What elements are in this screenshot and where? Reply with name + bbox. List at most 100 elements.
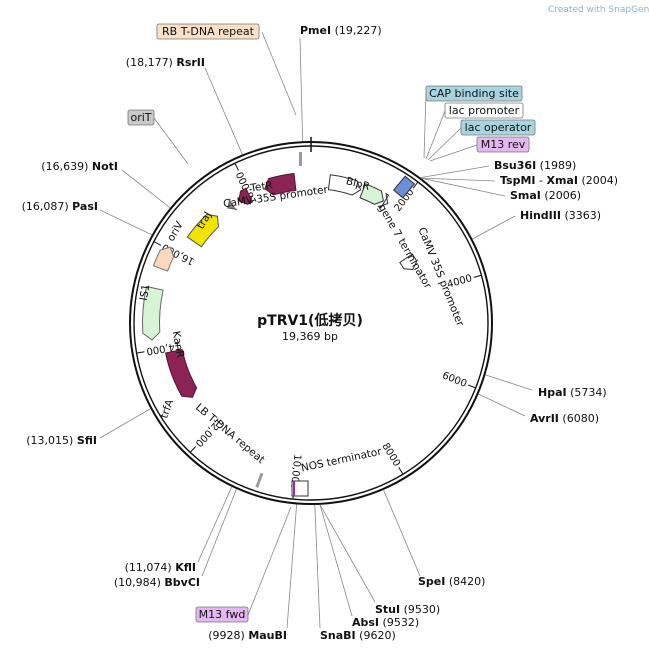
- site-name: SmaI: [510, 189, 541, 202]
- tick-mark: [398, 467, 404, 475]
- feature-box-label: RB T-DNA repeat: [162, 25, 255, 38]
- feature-box-label: lac operator: [465, 121, 532, 134]
- site-label: AvrII (6080): [530, 412, 599, 425]
- site-name: SpeI: [418, 575, 445, 588]
- site-leader-line: [204, 67, 243, 155]
- orit-box: [227, 198, 238, 211]
- site-separator: -: [536, 174, 547, 187]
- site-name: NotI: [92, 160, 118, 173]
- plasmid-name: pTRV1(低拷贝): [257, 312, 363, 329]
- tetr-label: TetR: [249, 180, 274, 195]
- site-leader-line: [201, 488, 237, 577]
- site-leader-line: [286, 504, 298, 629]
- oriv-box: [186, 213, 220, 248]
- feature-leader-line: [427, 127, 462, 161]
- site-position: (11,074): [125, 561, 176, 574]
- feature-box-label: M13 rev: [481, 138, 526, 151]
- plasmid-backbone: [129, 137, 493, 505]
- trfa-label: trfA: [158, 397, 176, 420]
- site-position: (6080): [559, 412, 599, 425]
- site-leader-line: [99, 209, 152, 236]
- feature-leader-line: [425, 110, 446, 160]
- nos-terminator-label: NOS terminator: [300, 446, 383, 475]
- site-name: AbsI: [352, 616, 379, 629]
- site-leader-line: [420, 165, 490, 178]
- site-name: StuI: [375, 603, 400, 616]
- tick-mark: [136, 351, 145, 354]
- feature-label-box: [425, 85, 523, 102]
- feature-label-box: [195, 606, 249, 623]
- traj-arrow: [238, 187, 254, 205]
- site-leader-line: [319, 504, 376, 603]
- feature-leader-line: [247, 506, 292, 616]
- tetr-arrow: [264, 172, 297, 196]
- trfa-arrow: [164, 348, 198, 398]
- feature-label-box: [460, 119, 536, 136]
- tick-mark: [473, 274, 482, 278]
- tick-mark: [234, 162, 239, 171]
- snapgene-watermark: Created with SnapGene®: [548, 5, 649, 15]
- feature-leader-line: [261, 31, 297, 116]
- site-leader-line: [121, 169, 171, 209]
- feature-arrows: [142, 152, 418, 497]
- feature-label-box: [444, 102, 524, 119]
- site-name: HpaI: [538, 386, 567, 399]
- site-name: HindIII: [520, 209, 561, 222]
- blpr-arrow: [359, 183, 385, 205]
- site-position: (2004): [578, 174, 618, 187]
- feature-box-label: M13 fwd: [199, 608, 246, 621]
- feature-label-box: [476, 136, 530, 153]
- feature-box-label: CAP binding site: [429, 87, 519, 100]
- site-name: RsrII: [176, 56, 205, 69]
- is1-box: [152, 246, 175, 272]
- tick-mark: [468, 384, 476, 389]
- site-label: (16,639) NotI: [41, 160, 118, 173]
- gene7-terminator-box: [377, 192, 390, 209]
- site-name: BbvCI: [164, 576, 200, 589]
- site-position: (1989): [536, 159, 576, 172]
- site-position: (9928): [208, 629, 248, 642]
- site-position: (3363): [561, 209, 601, 222]
- lb-marker: [255, 472, 264, 488]
- site-position: (16,087): [22, 200, 73, 213]
- camv-promoter-2-arrow: [399, 253, 418, 271]
- feature-box-label: oriT: [130, 111, 151, 124]
- site-name: SnaBI: [320, 629, 356, 642]
- site-position: (8420): [445, 575, 485, 588]
- site-leader-line: [383, 489, 421, 577]
- site-position: (2006): [541, 189, 581, 202]
- site-name: SfiI: [77, 434, 97, 447]
- site-leader-line: [197, 486, 233, 563]
- site-name: PasI: [72, 200, 98, 213]
- restriction-sites: PmeI (19,227)(18,177) RsrII(16,639) NotI…: [22, 24, 618, 642]
- oriv-label: oriV: [165, 219, 186, 244]
- site-label: AbsI (9532): [352, 616, 419, 629]
- site-label: HpaI (5734): [538, 386, 607, 399]
- site-name: KflI: [175, 561, 196, 574]
- site-name: Bsu36I: [494, 159, 536, 172]
- kanr-arrow: [142, 285, 164, 341]
- site-name: AvrII: [530, 412, 559, 425]
- site-position: (13,015): [26, 434, 77, 447]
- site-position: (9530): [400, 603, 440, 616]
- site-leader-line: [299, 37, 304, 142]
- nos-terminator-box: [291, 480, 309, 497]
- site-leader-line: [421, 177, 506, 197]
- site-name-2: XmaI: [546, 174, 577, 187]
- camv-promoter-1-arrow: [327, 174, 362, 196]
- site-label: (18,177) RsrII: [126, 56, 205, 69]
- plasmid-length: 19,369 bp: [282, 330, 338, 343]
- site-name: MauBI: [248, 629, 287, 642]
- feature-leader-line: [423, 93, 427, 159]
- site-label: TspMI - XmaI (2004): [500, 174, 618, 187]
- site-label: (10,984) BbvCI: [114, 576, 200, 589]
- feature-leader-line: [429, 144, 478, 162]
- site-position: (19,227): [331, 24, 382, 37]
- kanr-label: KanR: [170, 330, 187, 359]
- site-label: SpeI (8420): [418, 575, 485, 588]
- is1-label: IS1: [138, 283, 153, 301]
- site-label: (9928) MauBI: [208, 629, 287, 642]
- site-position: (5734): [567, 386, 607, 399]
